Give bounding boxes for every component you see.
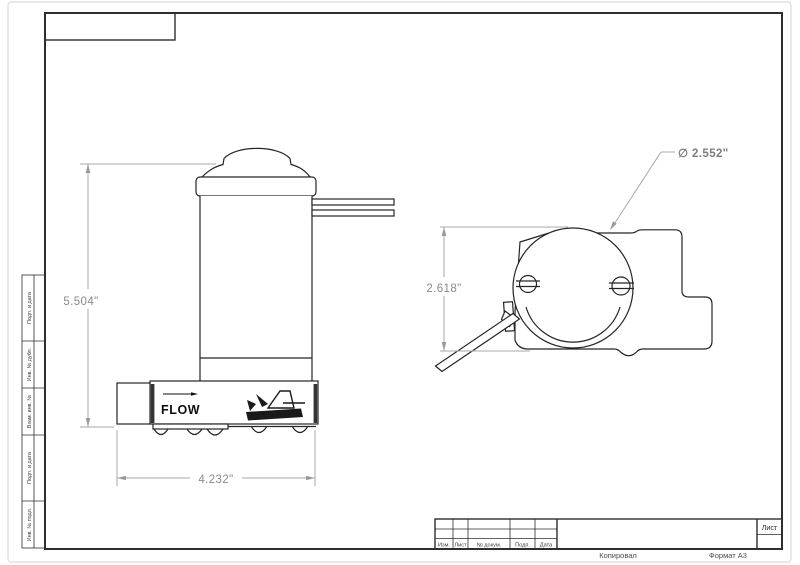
foot-port-4	[251, 426, 267, 434]
width-dim-text-mask	[190, 469, 242, 486]
foot-port-2	[186, 428, 203, 436]
logo-arrow-wing	[256, 394, 268, 407]
height-arrow-down	[85, 418, 91, 427]
foot-port-1	[153, 428, 169, 436]
front-view-dimensions: 5.504" 4.232"	[61, 163, 316, 486]
height-dim-text-mask	[61, 289, 103, 309]
inlet-fitting	[116, 382, 151, 425]
margin-label-3: Взам. инв. №	[27, 395, 33, 429]
tb-col-list: Лист	[454, 542, 467, 548]
flow-label: FLOW	[161, 403, 200, 417]
tb-col-podp: Подп.	[515, 542, 530, 548]
lever-rod	[434, 312, 521, 373]
terminal-wire-top	[311, 198, 395, 206]
logo-wing-accent	[247, 400, 256, 411]
margin-label-5: Инв. № подл.	[27, 508, 33, 542]
base-right-edge-bar	[313, 384, 318, 423]
pump-motor-body	[199, 196, 313, 359]
bottom-plate	[152, 423, 229, 430]
copied-caption: Копировал	[599, 551, 637, 560]
title-block: Изм. Лист № докум. Подп. Дата Лист	[434, 518, 783, 550]
clamp-screw-right	[609, 276, 634, 296]
flow-arrow-head	[191, 392, 198, 396]
width-arrow-right	[306, 475, 315, 481]
clamp-inner-arc	[525, 306, 621, 343]
margin-column-outline	[21, 274, 46, 549]
diameter-dim-text: ∅ 2.552"	[678, 148, 729, 160]
tb-col-ndokum: № докум.	[477, 542, 502, 548]
top-view-dimensions: 2.618" ∅ 2.552"	[422, 148, 729, 352]
top-left-stamp-box	[44, 12, 176, 41]
width-dim-text: 4.232"	[198, 474, 233, 486]
sheet-label: Лист	[762, 523, 778, 532]
manufacturer-logo	[246, 390, 305, 421]
base-left-edge-bar	[150, 384, 155, 423]
foot-port-5	[292, 426, 308, 434]
pump-cap-dome	[201, 147, 311, 178]
side-height-arrow-down	[441, 342, 447, 351]
diameter-leader-arrow	[610, 221, 617, 230]
screw-right-head	[611, 276, 631, 296]
height-dim-text: 5.504"	[63, 296, 98, 308]
pump-front-view: FLOW	[116, 147, 395, 436]
margin-stamp-column: Подп. и дата Инв. № дубл. Взам. инв. № П…	[21, 274, 46, 549]
margin-label-2: Инв. № дубл.	[27, 348, 33, 381]
tb-col-data: Дата	[540, 542, 553, 548]
logo-banner	[246, 408, 303, 421]
side-height-arrow-up	[441, 227, 447, 236]
clamp-screw-left	[516, 274, 540, 294]
side-height-dim-text: 2.618"	[426, 283, 461, 295]
margin-label-4: Подп. и дата	[27, 452, 33, 484]
terminal-wire-bottom	[311, 209, 395, 217]
height-arrow-up	[85, 164, 91, 173]
margin-label-1: Подп. и дата	[27, 292, 33, 324]
format-caption: Формат А3	[709, 551, 747, 560]
pump-top-view	[434, 227, 713, 373]
title-block-outline	[434, 518, 783, 550]
diameter-leader-diagonal	[610, 151, 662, 230]
pump-cap-band	[195, 176, 317, 197]
screw-left-head	[518, 274, 538, 294]
tb-col-izm: Изм.	[438, 542, 450, 548]
width-arrow-left	[117, 475, 126, 481]
side-height-text-mask	[422, 277, 466, 296]
foot-port-3	[206, 428, 224, 436]
